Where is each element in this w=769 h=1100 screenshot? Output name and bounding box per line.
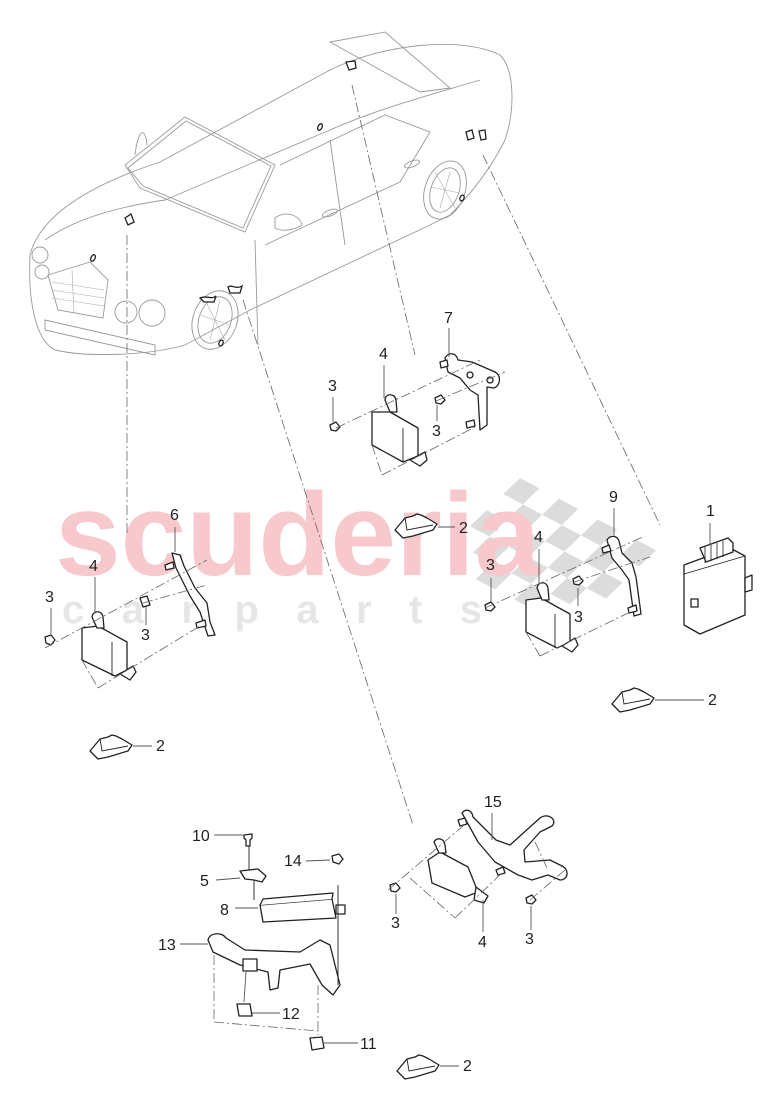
callout-11: 11 bbox=[360, 1036, 377, 1053]
callout-9: 9 bbox=[609, 489, 618, 506]
callout-7: 7 bbox=[444, 310, 453, 327]
sensor-location-hood bbox=[124, 213, 135, 226]
callout-12: 12 bbox=[282, 1006, 300, 1023]
callout-3: 3 bbox=[486, 557, 495, 574]
vehicle-overview bbox=[29, 31, 513, 356]
watermark-tagline: c a r p a r t s bbox=[62, 588, 482, 632]
assembly-front-sensor-carrier bbox=[180, 833, 358, 1051]
assembly-sensor-bracket-9 bbox=[484, 508, 753, 657]
sensor-location-wheelarch bbox=[198, 295, 217, 303]
screw-10 bbox=[243, 833, 253, 847]
callout-10: 10 bbox=[192, 828, 210, 845]
nut-3 bbox=[389, 882, 401, 893]
tpms-sensor-2 bbox=[396, 1054, 459, 1080]
callout-15: 15 bbox=[484, 794, 502, 811]
bolt-11 bbox=[309, 1036, 325, 1051]
callout-3: 3 bbox=[391, 915, 400, 932]
control-unit-4-right bbox=[525, 597, 571, 649]
callout-2: 2 bbox=[459, 520, 468, 537]
callout-2: 2 bbox=[463, 1058, 472, 1075]
sensor-location-fender bbox=[227, 284, 244, 294]
callout-labels: 1 2 2 2 2 3 3 3 3 3 3 3 3 4 4 4 4 5 6 7 … bbox=[45, 310, 717, 1075]
callout-4: 4 bbox=[534, 529, 543, 546]
tpms-sensor-2 bbox=[89, 734, 152, 760]
tyre-pressure-sensors-2 bbox=[89, 513, 704, 1080]
sensor-location-rear bbox=[345, 60, 357, 71]
tpms-sensor-2 bbox=[611, 687, 704, 713]
callout-3: 3 bbox=[574, 609, 583, 626]
sensor-location-rear-quarter-2 bbox=[478, 129, 487, 141]
callout-4: 4 bbox=[478, 934, 487, 951]
bracket-7 bbox=[444, 353, 501, 431]
callout-3: 3 bbox=[45, 589, 54, 606]
nut-3 bbox=[484, 601, 496, 612]
clip-5 bbox=[239, 868, 267, 883]
clip-nut-12 bbox=[236, 1003, 253, 1017]
carrier-13 bbox=[207, 933, 341, 996]
assembly-sensor-bracket-7 bbox=[329, 328, 506, 476]
assembly-sensor-bracket-15 bbox=[387, 809, 568, 932]
nut-3 bbox=[44, 634, 56, 646]
control-unit-4-top bbox=[371, 411, 419, 463]
nut-14 bbox=[331, 853, 344, 865]
callout-3: 3 bbox=[328, 378, 337, 395]
tpms-sensor-2 bbox=[394, 513, 455, 539]
tpms-control-module-1 bbox=[683, 547, 746, 635]
bracket-6 bbox=[171, 552, 216, 637]
clip-3 bbox=[139, 595, 151, 608]
callout-4: 4 bbox=[89, 558, 98, 575]
callout-1: 1 bbox=[706, 503, 715, 520]
nut-3 bbox=[329, 421, 341, 432]
callout-3: 3 bbox=[432, 423, 441, 440]
bracket-15 bbox=[461, 809, 568, 881]
watermark-brand: scuderia bbox=[55, 469, 542, 601]
bracket-9 bbox=[606, 535, 642, 617]
callout-5: 5 bbox=[200, 873, 209, 890]
callout-13: 13 bbox=[158, 937, 176, 954]
sensor-location-rear-quarter bbox=[465, 129, 475, 141]
callout-3: 3 bbox=[141, 627, 150, 644]
callout-4: 4 bbox=[379, 346, 388, 363]
callout-6: 6 bbox=[170, 507, 179, 524]
callout-14: 14 bbox=[284, 853, 302, 870]
callout-3: 3 bbox=[525, 931, 534, 948]
callout-2: 2 bbox=[708, 692, 717, 709]
callout-2: 2 bbox=[156, 738, 165, 755]
reference-lines bbox=[126, 84, 661, 826]
control-unit-4-left bbox=[81, 625, 128, 677]
control-unit-4-bottom bbox=[427, 851, 479, 898]
callout-8: 8 bbox=[220, 902, 229, 919]
sensor-location-bonnet bbox=[90, 254, 96, 262]
watermark: scuderia c a r p a r t s bbox=[55, 469, 656, 632]
assembly-sensor-bracket-6 bbox=[44, 527, 216, 689]
sensor-location-roof bbox=[317, 123, 323, 131]
